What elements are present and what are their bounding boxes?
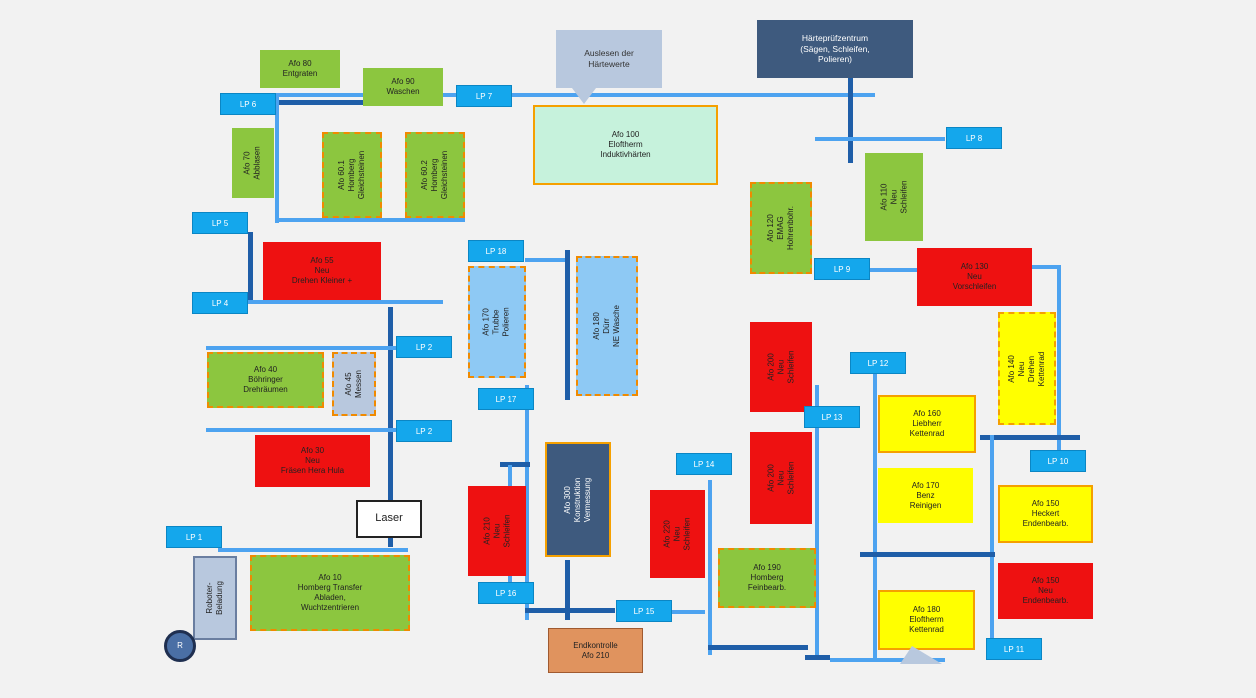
station-afo140[interactable]: Afo 140 Neu Drehen Kettenrad xyxy=(998,312,1056,425)
station-afo70[interactable]: Afo 70 Abblasen xyxy=(232,128,274,198)
station-afo190[interactable]: Afo 190 Homberg Feinbearb. xyxy=(718,548,816,608)
conveyor-line xyxy=(873,370,877,660)
station-afo180b[interactable]: Afo 180 Eloftherm Kettenrad xyxy=(878,590,975,650)
station-afo80[interactable]: Afo 80 Entgraten xyxy=(260,50,340,88)
hardness-center-box: Härteprüfzentrum (Sägen, Schleifen, Poli… xyxy=(757,20,913,78)
conveyor-line xyxy=(815,137,945,141)
arrow-pointer xyxy=(900,646,942,664)
lp-5[interactable]: LP 5 xyxy=(192,212,248,234)
conveyor-line xyxy=(565,250,570,400)
station-afo150b[interactable]: Afo 150 Neu Endenbearb. xyxy=(998,563,1093,619)
conveyor-line xyxy=(1057,265,1061,465)
lp-8[interactable]: LP 8 xyxy=(946,127,1002,149)
lp-2-upper[interactable]: LP 2 xyxy=(396,336,452,358)
lp-7[interactable]: LP 7 xyxy=(456,85,512,107)
lp-9[interactable]: LP 9 xyxy=(814,258,870,280)
station-afo120[interactable]: Afo 120 EMAG Hohrenbohr. xyxy=(750,182,812,274)
station-afo170a[interactable]: Afo 170 Trubbe Polieren xyxy=(468,266,526,378)
conveyor-line xyxy=(1030,265,1060,269)
station-afo45[interactable]: Afo 45 Messen xyxy=(332,352,376,416)
station-afo130[interactable]: Afo 130 Neu Vorschleifen xyxy=(917,248,1032,306)
conveyor-line xyxy=(275,218,465,222)
lp-4[interactable]: LP 4 xyxy=(192,292,248,314)
conveyor-line xyxy=(248,232,253,304)
station-afo40[interactable]: Afo 40 Böhringer Drehräumen xyxy=(207,352,324,408)
conveyor-line xyxy=(206,428,396,432)
lp-16[interactable]: LP 16 xyxy=(478,582,534,604)
conveyor-line xyxy=(525,385,529,620)
conveyor-line xyxy=(565,560,570,620)
conveyor-line xyxy=(708,480,712,655)
conveyor-line xyxy=(218,548,408,552)
conveyor-line xyxy=(830,658,945,662)
conveyor-line xyxy=(248,300,443,304)
read-hardness-callout: Auslesen der Härtewerte xyxy=(556,30,662,88)
lp-10[interactable]: LP 10 xyxy=(1030,450,1086,472)
station-afo100[interactable]: Afo 100 Eloftherm Induktivhärten xyxy=(533,105,718,185)
station-afo90[interactable]: Afo 90 Waschen xyxy=(363,68,443,106)
station-afo220[interactable]: Afo 220 Neu Schleifen xyxy=(650,490,705,578)
conveyor-line xyxy=(805,655,830,660)
station-afo170b[interactable]: Afo 170 Benz Reinigen xyxy=(878,468,973,523)
conveyor-line xyxy=(848,78,853,163)
lp-6[interactable]: LP 6 xyxy=(220,93,276,115)
callout-pointer xyxy=(572,88,596,104)
conveyor-line xyxy=(708,645,808,650)
station-afo10[interactable]: Afo 10 Homberg Transfer Abladen, Wuchtze… xyxy=(250,555,410,631)
station-afo110[interactable]: Afo 110 Neu Schleifen xyxy=(865,153,923,241)
station-afo60-1[interactable]: Afo 60.1 Homberg Gleichsteinen xyxy=(322,132,382,218)
robot-loading-box[interactable]: Roboter- Beladung xyxy=(193,556,237,640)
layout-diagram: Härteprüfzentrum (Sägen, Schleifen, Poli… xyxy=(160,10,1095,673)
lp-14[interactable]: LP 14 xyxy=(676,453,732,475)
station-afo200b[interactable]: Afo 200 Neu Schleifen xyxy=(750,432,812,524)
station-afo210[interactable]: Afo 210 Neu Schleifen xyxy=(468,486,526,576)
station-afo200a[interactable]: Afo 200 Neu Schleifen xyxy=(750,322,812,412)
lp-2-lower[interactable]: LP 2 xyxy=(396,420,452,442)
station-afo300[interactable]: Afo 300 Konstruktion Vermessung xyxy=(545,442,611,557)
conveyor-line xyxy=(206,346,396,350)
lp-12[interactable]: LP 12 xyxy=(850,352,906,374)
laser-box[interactable]: Laser xyxy=(356,500,422,538)
conveyor-line xyxy=(275,95,279,223)
lp-18[interactable]: LP 18 xyxy=(468,240,524,262)
conveyor-line xyxy=(500,462,530,467)
lp-17[interactable]: LP 17 xyxy=(478,388,534,410)
conveyor-line xyxy=(870,268,920,272)
conveyor-line xyxy=(525,258,565,262)
conveyor-line xyxy=(815,385,819,660)
end-control-box[interactable]: Endkontrolle Afo 210 xyxy=(548,628,643,673)
station-afo60-2[interactable]: Afo 60.2 Homberg Gleichsteinen xyxy=(405,132,465,218)
conveyor-line xyxy=(388,307,393,547)
robot-circle: R xyxy=(164,630,196,662)
conveyor-line xyxy=(525,608,615,613)
conveyor-line xyxy=(645,610,705,614)
station-afo160[interactable]: Afo 160 Liebherr Kettenrad xyxy=(878,395,976,453)
conveyor-line xyxy=(860,552,995,557)
conveyor-line xyxy=(990,435,994,640)
lp-1[interactable]: LP 1 xyxy=(166,526,222,548)
station-afo150a[interactable]: Afo 150 Heckert Endenbearb. xyxy=(998,485,1093,543)
station-afo30[interactable]: Afo 30 Neu Fräsen Hera Hula xyxy=(255,435,370,487)
lp-15[interactable]: LP 15 xyxy=(616,600,672,622)
conveyor-line xyxy=(275,100,370,105)
station-afo180[interactable]: Afo 180 Dürr NE Wasche xyxy=(576,256,638,396)
conveyor-line xyxy=(980,435,1080,440)
station-afo55[interactable]: Afo 55 Neu Drehen Kleiner + xyxy=(263,242,381,300)
lp-13[interactable]: LP 13 xyxy=(804,406,860,428)
lp-11[interactable]: LP 11 xyxy=(986,638,1042,660)
